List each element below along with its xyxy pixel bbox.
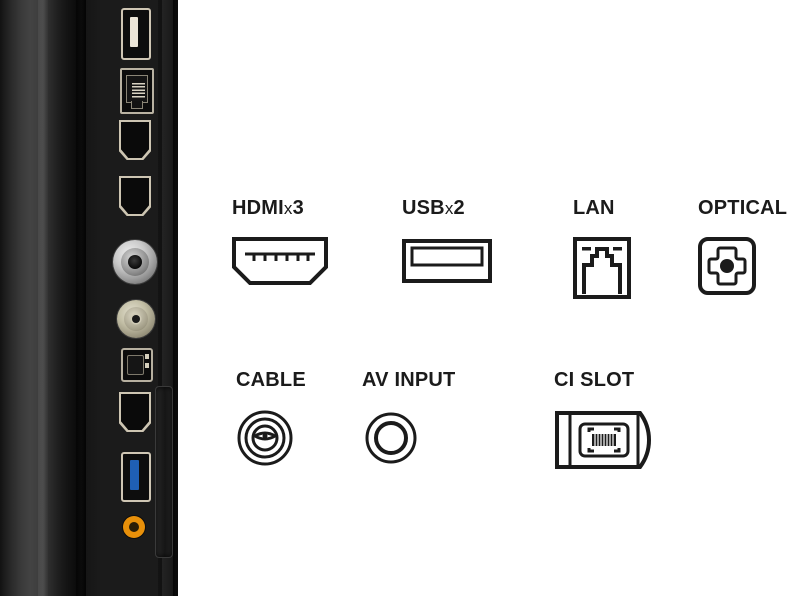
lan-label: LAN <box>573 196 631 221</box>
hdmi-label: HDMIx3 <box>232 196 328 221</box>
optical-label-text: OPTICAL <box>698 197 788 219</box>
cable-label-text: CABLE <box>236 369 306 391</box>
hdmi-port-3-shape <box>119 392 151 432</box>
usb-multiplier: x <box>444 199 454 218</box>
usb-label-text: USB <box>402 197 445 219</box>
tv-panel-edge <box>0 0 76 596</box>
av-input-label-text: AV INPUT <box>362 369 456 391</box>
av-input-label: AV INPUT <box>362 368 455 393</box>
lan-port <box>120 68 154 114</box>
optical-label: OPTICAL <box>698 196 787 221</box>
tv-connector-panel-photo <box>0 0 178 596</box>
tv-bezel-shadow <box>173 0 178 596</box>
usb-count: 2 <box>453 197 465 219</box>
ci-slot-label-text: CI SLOT <box>554 369 635 391</box>
optical-port-contacts <box>145 354 149 374</box>
hdmi-port-1-shape <box>119 120 151 160</box>
legend-item-ci-slot: CI SLOT <box>554 368 652 471</box>
hdmi-multiplier: x <box>283 199 293 218</box>
hdmi-port-3 <box>119 392 151 432</box>
lan-port-tab <box>131 101 143 109</box>
usb-port-top <box>121 8 151 60</box>
tv-panel-seam <box>76 0 86 596</box>
lan-port-pins <box>132 83 145 99</box>
satellite-port <box>113 240 157 284</box>
connectivity-legend: HDMIx3 USBx2 <box>178 0 800 596</box>
optical-icon <box>698 237 787 295</box>
ci-slot-icon <box>554 409 652 471</box>
cable-label: CABLE <box>236 368 306 393</box>
ci-slot-label: CI SLOT <box>554 368 652 393</box>
optical-port <box>121 348 153 382</box>
lan-icon <box>573 237 631 299</box>
usb3-port <box>121 452 151 502</box>
av-input-icon <box>362 409 455 467</box>
legend-item-cable: CABLE <box>236 368 306 467</box>
usb-icon <box>402 237 492 285</box>
hdmi-count: 3 <box>292 197 304 219</box>
hdmi-port-2-shape <box>119 176 151 216</box>
usb-label: USBx2 <box>402 196 492 221</box>
legend-item-usb: USBx2 <box>402 196 492 285</box>
legend-item-av-input: AV INPUT <box>362 368 455 467</box>
lan-label-text: LAN <box>573 197 615 219</box>
hdmi-icon <box>232 237 328 285</box>
hdmi-label-text: HDMI <box>232 197 284 219</box>
hdmi-port-1 <box>119 120 151 160</box>
antenna-port <box>117 300 155 338</box>
legend-item-optical: OPTICAL <box>698 196 787 295</box>
ci-slot-recess <box>155 386 173 558</box>
lan-port-body <box>126 75 148 103</box>
tv-panel-highlight <box>38 0 48 596</box>
cable-icon <box>236 409 306 467</box>
legend-item-lan: LAN <box>573 196 631 299</box>
av-input-jack <box>123 516 145 538</box>
hdmi-port-2 <box>119 176 151 216</box>
legend-item-hdmi: HDMIx3 <box>232 196 328 285</box>
